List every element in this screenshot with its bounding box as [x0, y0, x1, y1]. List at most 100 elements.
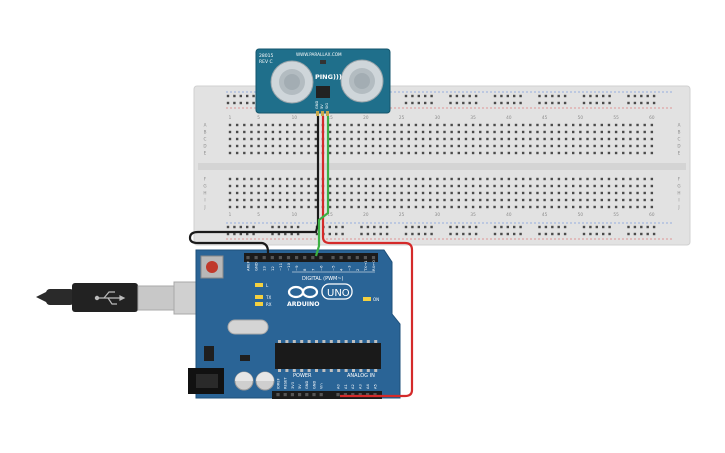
breadboard-hole — [278, 123, 282, 127]
breadboard-hole — [500, 123, 503, 127]
breadboard-hole — [314, 177, 317, 181]
breadboard-hole — [336, 198, 339, 202]
breadboard-hole — [429, 205, 432, 209]
breadboard-hole — [278, 144, 282, 148]
rail-hole — [538, 225, 541, 229]
breadboard-hole — [414, 191, 418, 195]
breadboard-hole — [307, 191, 310, 195]
header-hole — [246, 256, 250, 260]
breadboard-hole — [450, 184, 453, 188]
breadboard-hole — [371, 191, 375, 195]
breadboard-hole — [364, 198, 368, 202]
breadboard-hole — [464, 151, 468, 155]
breadboard-hole — [607, 177, 611, 181]
breadboard-hole — [243, 137, 246, 141]
wire-signal-green[interactable] — [314, 116, 330, 257]
chip-pin — [300, 340, 304, 343]
breadboard-hole — [300, 198, 303, 202]
breadboard-hole — [278, 205, 282, 209]
wire-5v-red[interactable] — [321, 116, 414, 398]
breadboard-hole — [421, 191, 425, 195]
rail-hole — [633, 232, 637, 236]
rail-hole — [513, 101, 516, 105]
breadboard-hole — [636, 130, 639, 134]
rail-hole — [290, 225, 293, 229]
rail-hole — [430, 232, 433, 236]
breadboard-hole — [550, 205, 553, 209]
breadboard-hole — [371, 130, 375, 134]
arduino-infinity-logo — [287, 285, 319, 299]
rail-hole — [519, 232, 522, 236]
rail-hole — [455, 232, 459, 236]
breadboard-hole — [607, 191, 611, 195]
header-hole — [305, 393, 309, 397]
breadboard-hole — [286, 123, 289, 127]
breadboard-hole — [271, 205, 275, 209]
breadboard-hole — [457, 205, 460, 209]
breadboard-hole — [286, 151, 289, 155]
breadboard-hole — [543, 205, 546, 209]
breadboard-hole — [607, 205, 611, 209]
rail-hole — [246, 101, 249, 105]
breadboard-hole — [350, 123, 353, 127]
breadboard-hole — [414, 130, 418, 134]
breadboard-hole — [479, 151, 482, 155]
rail-hole — [424, 101, 427, 105]
bottom-pin-holes — [276, 393, 377, 397]
rail-hole — [417, 225, 420, 229]
breadboard-hole — [364, 205, 368, 209]
wire-gnd-black[interactable] — [188, 116, 320, 256]
column-number: 30 — [435, 212, 441, 217]
rail-hole — [385, 232, 389, 236]
rail-hole — [233, 94, 236, 98]
rail-hole — [468, 232, 471, 236]
breadboard-hole — [307, 198, 310, 202]
breadboard-hole — [286, 184, 289, 188]
header-hole — [355, 256, 359, 260]
breadboard-hole — [564, 130, 568, 134]
breadboard-hole — [600, 130, 603, 134]
breadboard-hole — [650, 123, 654, 127]
breadboard-hole — [486, 205, 489, 209]
breadboard-hole — [364, 151, 368, 155]
breadboard-hole — [586, 144, 589, 148]
breadboard-hole — [257, 205, 260, 209]
rail-hole — [640, 94, 643, 98]
breadboard-hole — [307, 205, 310, 209]
breadboard-hole — [529, 191, 532, 195]
rail-hole — [544, 225, 548, 229]
rail-hole — [239, 94, 242, 98]
breadboard-hole — [622, 205, 625, 209]
top-pin-label: 2 — [355, 268, 360, 271]
rail-hole — [493, 232, 497, 236]
breadboard-hole — [507, 144, 511, 148]
breadboard-hole — [614, 151, 618, 155]
breadboard-hole — [557, 177, 561, 181]
breadboard-hole — [243, 184, 246, 188]
rail-hole — [506, 94, 509, 98]
breadboard-hole — [436, 130, 439, 134]
breadboard-hole — [293, 123, 296, 127]
rail-hole — [468, 101, 471, 105]
analog-pin-label: A0 — [336, 384, 340, 389]
breadboard-hole — [336, 184, 339, 188]
column-number: 10 — [292, 212, 298, 217]
rail-hole — [335, 225, 338, 229]
ping-ultrasonic-sensor[interactable]: 28015 REV C WWW.PARALLAX.COM PING))) GND… — [255, 48, 391, 116]
breadboard-hole — [471, 205, 475, 209]
breadboard-hole — [607, 184, 611, 188]
breadboard-hole — [607, 144, 611, 148]
header-hole — [343, 393, 347, 397]
breadboard-hole — [514, 184, 518, 188]
breadboard-hole — [400, 123, 403, 127]
breadboard-hole — [471, 123, 475, 127]
breadboard-hole — [250, 177, 253, 181]
breadboard-hole — [614, 130, 618, 134]
breadboard-hole — [235, 137, 239, 141]
rail-hole — [602, 232, 605, 236]
breadboard-hole — [464, 184, 468, 188]
breadboard-hole — [564, 144, 568, 148]
led-label-rx: RX — [266, 302, 272, 307]
